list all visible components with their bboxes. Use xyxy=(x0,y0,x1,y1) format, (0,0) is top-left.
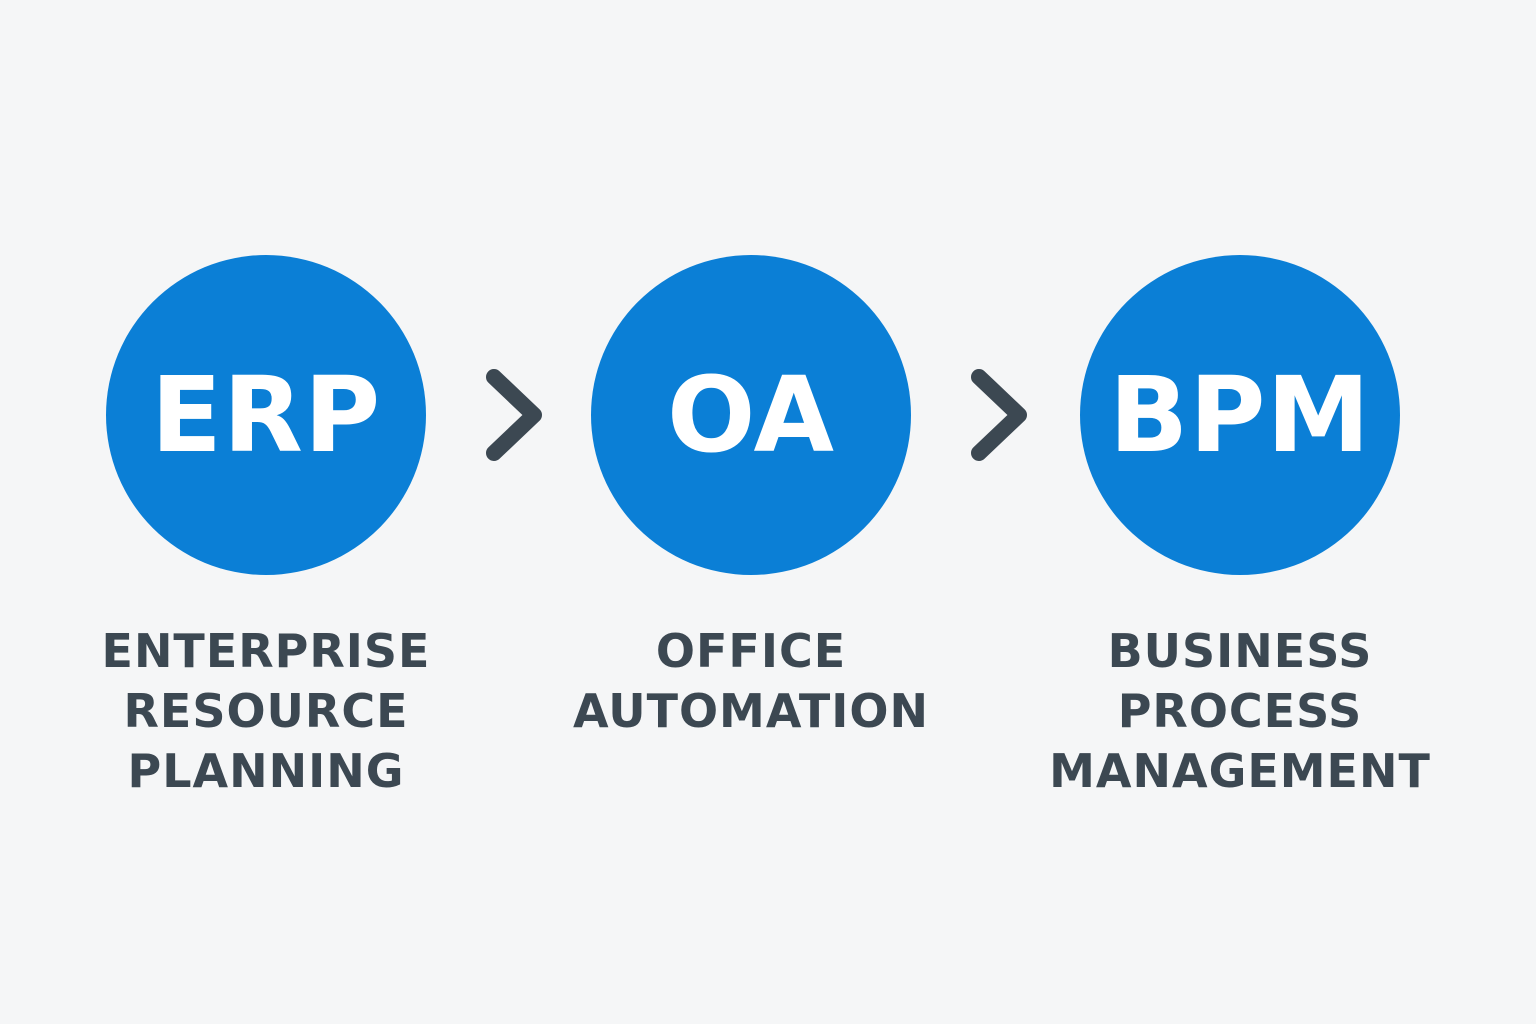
step-oa: OA OFFICE AUTOMATION xyxy=(541,255,961,741)
bpm-label-line-2: PROCESS xyxy=(1117,684,1363,738)
erp-label-line-1: ENTERPRISE xyxy=(101,624,431,678)
bpm-label: BUSINESS PROCESS MANAGEMENT xyxy=(1030,621,1450,801)
oa-circle: OA xyxy=(591,255,911,575)
erp-label-line-3: PLANNING xyxy=(127,744,405,798)
erp-label-line-2: RESOURCE xyxy=(123,684,409,738)
oa-label-line-2: AUTOMATION xyxy=(573,684,929,738)
bpm-label-line-3: MANAGEMENT xyxy=(1049,744,1431,798)
oa-label: OFFICE AUTOMATION xyxy=(541,621,961,741)
chevron-right-icon xyxy=(486,369,542,461)
oa-label-line-1: OFFICE xyxy=(655,624,847,678)
erp-circle: ERP xyxy=(106,255,426,575)
bpm-circle: BPM xyxy=(1080,255,1400,575)
erp-abbreviation: ERP xyxy=(150,354,382,476)
step-erp: ERP ENTERPRISE RESOURCE PLANNING xyxy=(56,255,476,801)
erp-label: ENTERPRISE RESOURCE PLANNING xyxy=(56,621,476,801)
oa-abbreviation: OA xyxy=(666,354,836,476)
step-bpm: BPM BUSINESS PROCESS MANAGEMENT xyxy=(1030,255,1450,801)
bpm-label-line-1: BUSINESS xyxy=(1107,624,1373,678)
bpm-abbreviation: BPM xyxy=(1109,354,1371,476)
chevron-right-icon xyxy=(971,369,1027,461)
